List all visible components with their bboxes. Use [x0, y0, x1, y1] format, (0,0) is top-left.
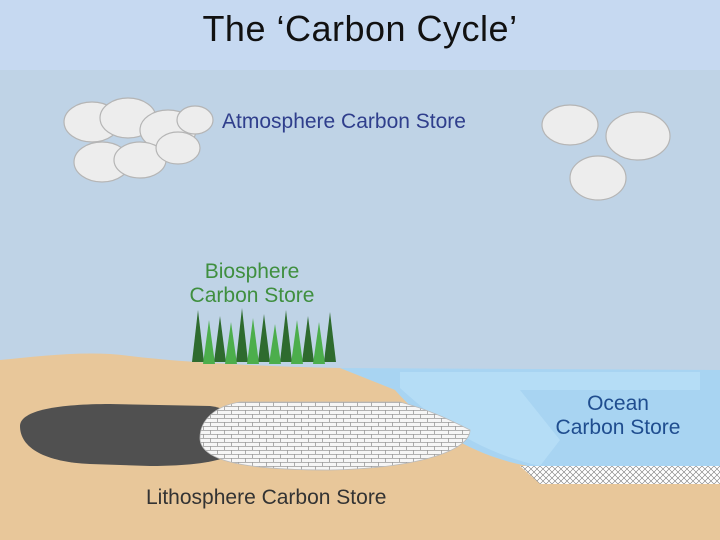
label-ocean-line2: Carbon Store [556, 416, 681, 439]
label-biosphere-line1: Biosphere [205, 260, 300, 283]
carbon-cycle-diagram: Atmosphere Carbon Store Biosphere Carbon… [0, 70, 720, 540]
slide-title: The ‘Carbon Cycle’ [202, 8, 518, 49]
ocean-sediment [520, 466, 720, 484]
label-atmosphere: Atmosphere Carbon Store [222, 110, 466, 133]
label-biosphere-line2: Carbon Store [190, 284, 315, 307]
cloud-group-right [541, 104, 671, 201]
label-ocean-line1: Ocean [587, 392, 649, 415]
cloud-group-left [63, 97, 214, 183]
ocean-shallows [400, 372, 700, 466]
limestone-deposit [199, 401, 471, 471]
coal-deposit [20, 404, 244, 466]
forest [192, 308, 336, 364]
label-lithosphere: Lithosphere Carbon Store [146, 486, 387, 509]
